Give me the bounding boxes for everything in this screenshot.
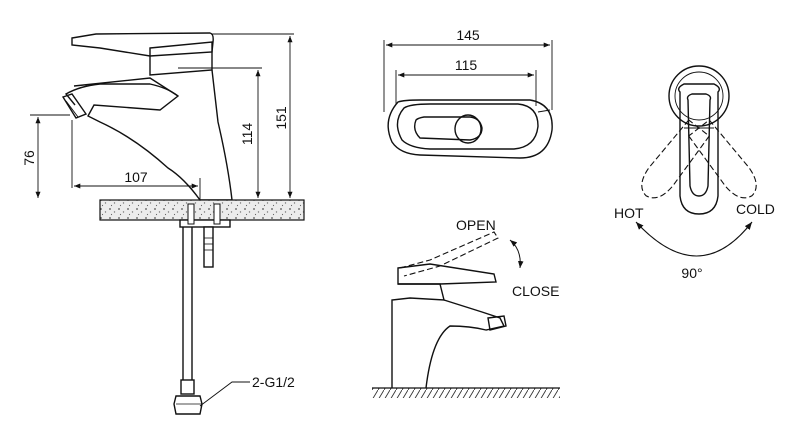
operation-view xyxy=(372,231,560,398)
dim-115-label: 115 xyxy=(455,57,478,73)
side-lever-handle xyxy=(71,32,214,57)
operation-motion-arc xyxy=(509,239,524,269)
operation-ground xyxy=(372,388,560,398)
hot-label: HOT xyxy=(614,205,644,221)
close-label: CLOSE xyxy=(512,283,559,299)
inlet-thread-label: 2-G1/2 xyxy=(252,374,295,390)
operation-aerator xyxy=(487,315,507,331)
dim-151-label: 151 xyxy=(273,106,289,130)
side-lever-cap xyxy=(149,41,213,76)
side-threaded-rod xyxy=(203,226,214,268)
operation-lever-open xyxy=(399,231,499,277)
side-dimensions xyxy=(30,33,294,407)
side-countertop xyxy=(99,199,305,221)
top-outer-body xyxy=(387,99,553,159)
rotation-lever-hot xyxy=(641,119,711,199)
operation-faucet-body xyxy=(391,283,445,388)
inlet-leader xyxy=(199,381,250,407)
rotation-angle-arc xyxy=(635,221,753,257)
top-lever-outline xyxy=(396,103,539,150)
angle-label: 90° xyxy=(681,265,702,281)
rotation-lever-cold xyxy=(687,119,757,199)
dim-114-label: 114 xyxy=(239,123,255,146)
dim-76-label: 76 xyxy=(21,150,37,166)
side-spout-top xyxy=(73,77,179,97)
top-lever-cap xyxy=(454,114,482,144)
side-faucet-body xyxy=(64,69,233,201)
top-view xyxy=(387,99,553,159)
cold-label: COLD xyxy=(736,201,775,217)
rotation-lever-center xyxy=(677,83,721,215)
dim-107-label: 107 xyxy=(124,169,148,185)
side-aerator xyxy=(61,93,88,119)
dim-145-label: 145 xyxy=(456,27,480,43)
top-dimensions xyxy=(383,40,553,112)
top-lever-slot xyxy=(413,116,483,141)
side-view xyxy=(61,32,305,415)
rotation-view xyxy=(635,65,757,257)
side-hose-connector xyxy=(173,395,203,415)
open-label: OPEN xyxy=(456,217,496,233)
rotation-base xyxy=(668,65,730,127)
